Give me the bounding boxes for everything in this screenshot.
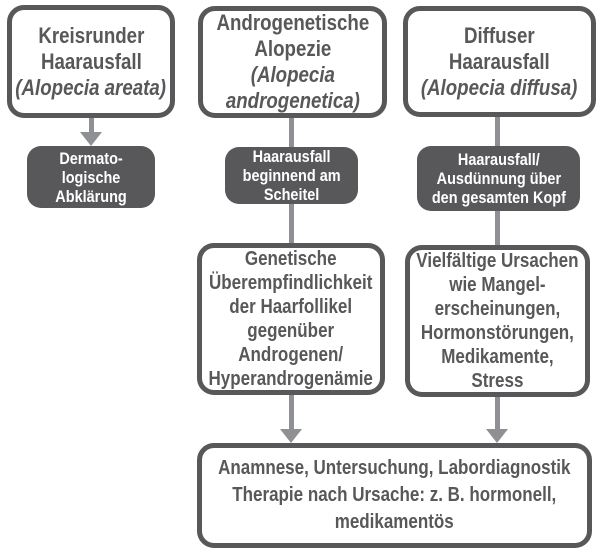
node-diffuser-haarausfall: Diffuser Haarausfall (Alopecia diffusa): [403, 6, 596, 117]
connector-genetische-to-outcome: [288, 392, 294, 431]
label-text: Haarausfall/ Ausdünnung über den gesamte…: [431, 150, 566, 207]
label-text: Dermato- logische Abklärung: [55, 148, 127, 206]
node-anamnese-therapie: Anamnese, Untersuchung, Labordiagnostik …: [197, 443, 592, 548]
node-androgenetische-alopezie: Androgenetische Alopezie (Alopecia andro…: [198, 6, 387, 118]
node-kreisrunder-haarausfall: Kreisrunder Haarausfall (Alopecia areata…: [7, 5, 175, 118]
node-title: Diffuser Haarausfall: [449, 22, 550, 74]
connector-label-to-genetische: [288, 200, 294, 246]
arrow-down-icon: [80, 132, 102, 146]
node-subtitle: (Alopecia areata): [15, 74, 167, 100]
arrow-down-icon: [280, 429, 302, 443]
connector-diffus-to-label: [494, 114, 500, 150]
connector-ursachen-to-outcome: [494, 394, 500, 431]
label-dermatologische-abklaerung: Dermato- logische Abklärung: [27, 146, 155, 208]
node-text: Anamnese, Untersuchung, Labordiagnostik …: [218, 457, 571, 533]
node-title: Androgenetische Alopezie: [216, 10, 369, 61]
node-vielfaeltige-ursachen: Vielfältige Ursachen wie Mangel- erschei…: [405, 245, 590, 397]
label-haarausfall-scheitel: Haarausfall beginnend am Scheitel: [225, 147, 358, 204]
node-subtitle: (Alopecia diffusa): [421, 74, 578, 100]
connector-label-to-ursachen: [494, 207, 500, 248]
connector-androgenetisch-to-label: [288, 115, 294, 150]
node-genetische-ueberempfindlichkeit: Genetische Überempfindlichkeit der Haarf…: [197, 243, 385, 395]
label-haarausfall-gesamter-kopf: Haarausfall/ Ausdünnung über den gesamte…: [417, 146, 580, 211]
node-text: Vielfältige Ursachen wie Mangel- erschei…: [416, 250, 579, 392]
node-text: Genetische Überempfindlichkeit der Haarf…: [208, 248, 374, 390]
node-subtitle: (Alopecia androgenetica): [225, 62, 360, 113]
arrow-down-icon: [486, 429, 508, 443]
label-text: Haarausfall beginnend am Scheitel: [242, 147, 341, 204]
connector-kreisrunder-to-abklaerung: [88, 116, 94, 135]
node-title: Kreisrunder Haarausfall: [37, 22, 145, 74]
